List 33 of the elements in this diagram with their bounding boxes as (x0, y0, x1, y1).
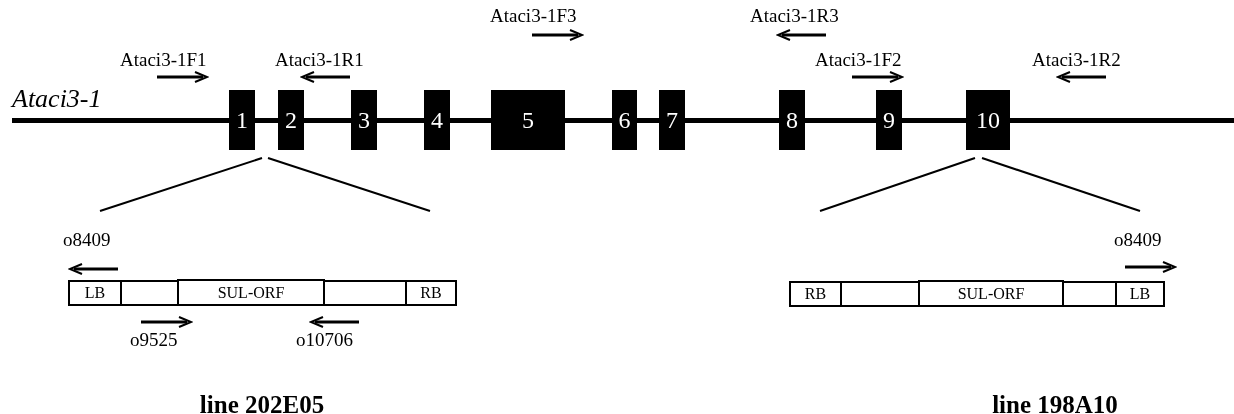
exon-box: 5 (491, 90, 565, 150)
insert-segment (120, 280, 179, 306)
insert-segment (840, 281, 920, 307)
exon-box: 4 (424, 90, 450, 150)
exon-box: 7 (659, 90, 685, 150)
insert-segment: LB (1115, 281, 1165, 307)
exon-box: 2 (278, 90, 304, 150)
line-label: line 202E05 (199, 392, 325, 414)
insert-segment (323, 280, 407, 306)
exon-box: 6 (612, 90, 637, 150)
primer-label: Ataci3-1R2 (1032, 50, 1121, 69)
exon-box: 9 (876, 90, 902, 150)
primer-label: Ataci3-1R1 (275, 50, 364, 69)
primer-label: o8409 (63, 230, 111, 249)
insert-segment: SUL-ORF (918, 280, 1064, 307)
exon-box: 3 (351, 90, 377, 150)
primer-label: Ataci3-1F3 (490, 6, 577, 25)
primer-label: o8409 (1114, 230, 1162, 249)
exon-box: 1 (229, 90, 255, 150)
insert-segment: LB (68, 280, 122, 306)
insert-segment (1062, 281, 1117, 307)
exon-box: 10 (966, 90, 1010, 150)
insert-segment: RB (789, 281, 842, 307)
primer-label: Ataci3-1F2 (815, 50, 902, 69)
gene-name: Ataci3-1 (12, 86, 102, 112)
primer-label: Ataci3-1R3 (750, 6, 839, 25)
insert-segment: RB (405, 280, 457, 306)
insert-segment: SUL-ORF (177, 279, 325, 306)
primer-label: o9525 (130, 330, 178, 349)
line-label: line 198A10 (992, 392, 1118, 414)
exon-box: 8 (779, 90, 805, 150)
primer-label: Ataci3-1F1 (120, 50, 207, 69)
primer-label: o10706 (296, 330, 353, 349)
